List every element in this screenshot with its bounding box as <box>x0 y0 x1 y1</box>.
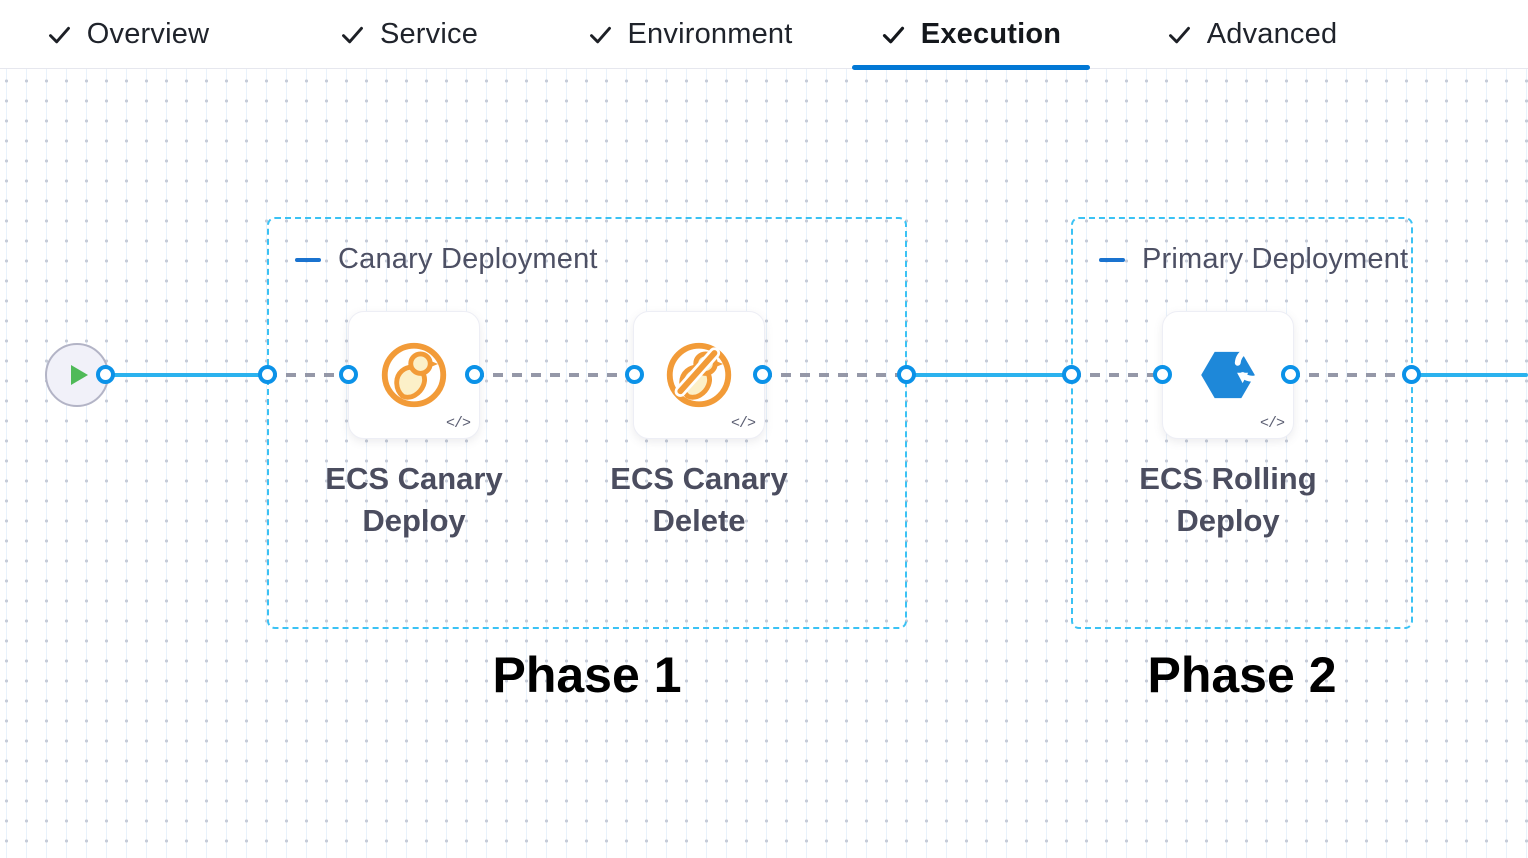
step-card-ecs-canary-delete[interactable]: </> <box>633 311 765 439</box>
ecs-rolling-deploy-icon <box>1201 346 1267 399</box>
flow-line <box>906 373 1071 377</box>
flow-line-dashed <box>1071 373 1162 377</box>
pipeline-canvas[interactable]: Canary Deployment Primary Deployment </> <box>0 69 1528 858</box>
group-header[interactable]: Canary Deployment <box>295 243 598 276</box>
group-title: Canary Deployment <box>338 243 598 275</box>
collapse-minus-icon[interactable] <box>1099 257 1125 262</box>
phase-2-label: Phase 2 <box>1147 647 1337 703</box>
code-icon: </> <box>445 415 471 432</box>
tab-environment[interactable]: Environment <box>549 0 830 69</box>
check-icon <box>341 26 363 44</box>
tab-advanced[interactable]: Advanced <box>1111 0 1392 69</box>
check-icon <box>882 26 904 44</box>
tab-overview[interactable]: Overview <box>0 0 268 69</box>
stage-group-primary-deployment[interactable]: Primary Deployment <box>1071 217 1413 629</box>
connector-point[interactable] <box>1061 365 1081 384</box>
code-icon: </> <box>1259 415 1285 432</box>
step-card-ecs-rolling-deploy[interactable]: </> <box>1162 311 1294 439</box>
connector-point[interactable] <box>95 365 115 384</box>
connector-point[interactable] <box>896 365 916 384</box>
active-tab-underline <box>851 65 1090 70</box>
tab-service[interactable]: Service <box>268 0 549 69</box>
flow-line-dashed <box>474 373 634 377</box>
connector-point[interactable] <box>752 365 772 384</box>
step-label: ECS Rolling Deploy <box>1139 461 1317 538</box>
flow-line <box>105 373 267 377</box>
ecs-canary-delete-icon <box>666 342 732 408</box>
step-label: ECS Canary Delete <box>610 461 788 538</box>
group-header[interactable]: Primary Deployment <box>1099 243 1408 276</box>
phase-1-label: Phase 1 <box>492 647 682 703</box>
connector-point[interactable] <box>257 365 277 384</box>
connector-point[interactable] <box>1401 365 1421 384</box>
flow-line-dashed <box>762 373 906 377</box>
step-label: ECS Canary Deploy <box>325 461 503 538</box>
flow-line-dashed <box>1290 373 1411 377</box>
connector-point[interactable] <box>624 365 644 384</box>
check-icon <box>1168 26 1190 44</box>
connector-point[interactable] <box>1280 365 1300 384</box>
code-icon: </> <box>730 415 756 432</box>
tab-label: Service <box>379 18 479 50</box>
connector-point[interactable] <box>1152 365 1172 384</box>
tab-label: Environment <box>627 18 793 50</box>
tab-label: Execution <box>920 18 1062 50</box>
check-icon <box>589 26 611 44</box>
group-title: Primary Deployment <box>1142 243 1409 275</box>
ecs-canary-deploy-icon <box>381 342 447 408</box>
tab-label: Advanced <box>1206 18 1338 50</box>
play-icon <box>71 365 88 385</box>
connector-point[interactable] <box>464 365 484 384</box>
flow-line-dashed <box>267 373 348 377</box>
connector-point[interactable] <box>338 365 358 384</box>
step-card-ecs-canary-deploy[interactable]: </> <box>348 311 480 439</box>
tab-execution[interactable]: Execution <box>830 0 1111 70</box>
check-icon <box>48 26 70 44</box>
collapse-minus-icon[interactable] <box>295 257 321 262</box>
stage-group-canary-deployment[interactable]: Canary Deployment <box>267 217 907 629</box>
wizard-tab-bar: Overview Service Environment Execution A… <box>0 0 1528 70</box>
flow-line <box>1411 373 1528 377</box>
tab-label: Overview <box>86 18 210 50</box>
